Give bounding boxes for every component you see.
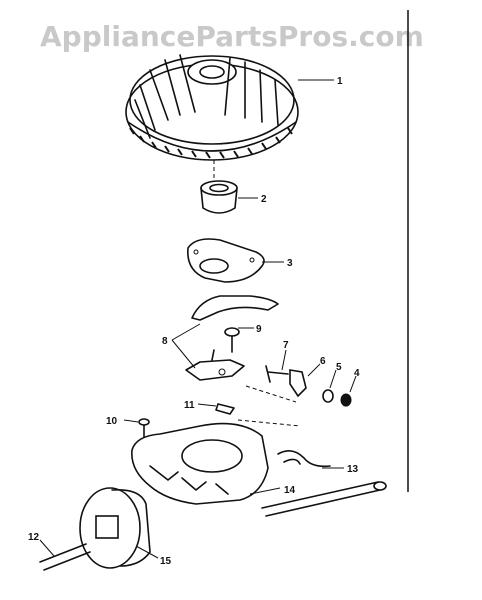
callout-3: 3 xyxy=(287,258,293,269)
callout-1: 1 xyxy=(337,76,343,87)
callout-6: 6 xyxy=(320,356,326,367)
callout-2: 2 xyxy=(261,194,267,205)
gasket-11 xyxy=(215,403,235,415)
base-plate xyxy=(131,422,269,505)
lead-wire xyxy=(39,543,91,571)
bushing xyxy=(200,180,238,214)
callout-13: 13 xyxy=(347,464,359,475)
callout-9: 9 xyxy=(256,324,262,335)
wire xyxy=(261,481,387,517)
callout-11: 11 xyxy=(184,400,195,411)
flywheel xyxy=(125,54,299,161)
callout-8: 8 xyxy=(162,336,168,347)
callout-12: 12 xyxy=(28,532,40,543)
watermark-text: AppliancePartsPros.com xyxy=(40,20,424,53)
callout-5: 5 xyxy=(336,362,342,373)
screw-9 xyxy=(224,327,240,353)
mounting-plate xyxy=(187,238,265,283)
callout-4: 4 xyxy=(354,368,360,379)
spring-clip xyxy=(277,450,331,468)
ignition-coil xyxy=(79,487,151,569)
callout-14: 14 xyxy=(284,485,296,496)
callout-7: 7 xyxy=(283,340,289,351)
small-hardware xyxy=(265,365,352,407)
breaker-points xyxy=(185,295,279,381)
callout-15: 15 xyxy=(160,556,172,567)
callout-10: 10 xyxy=(106,416,118,427)
